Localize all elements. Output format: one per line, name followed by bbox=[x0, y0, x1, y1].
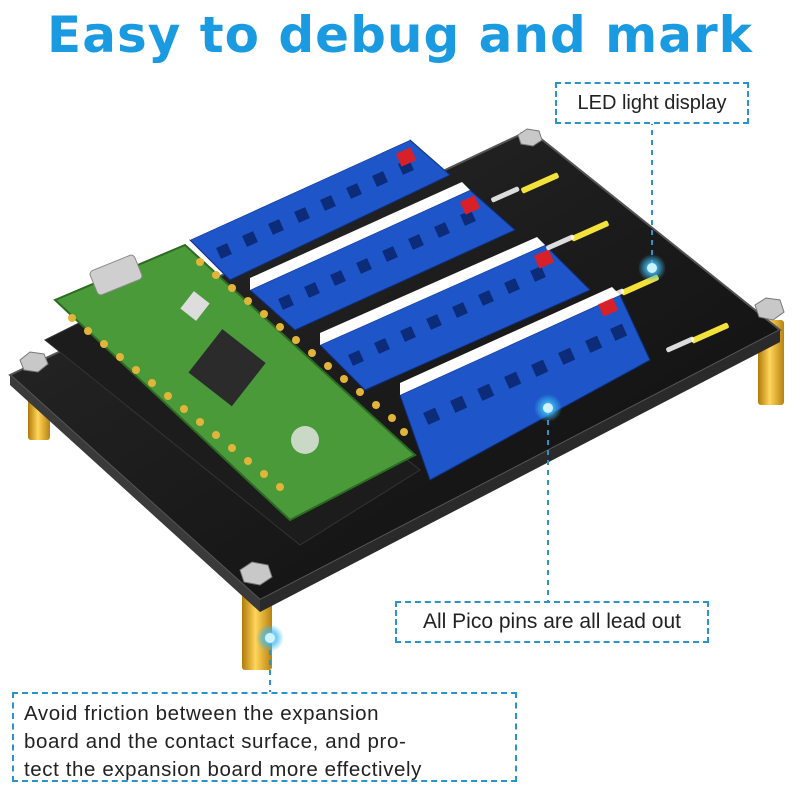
callout-pins-lead-out: All Pico pins are all lead out bbox=[395, 601, 709, 643]
callout-led-display: LED light display bbox=[555, 82, 749, 124]
leader-lines bbox=[269, 120, 653, 692]
led-display bbox=[491, 172, 729, 353]
callout-friction-line-1: Avoid friction between the expansion bbox=[24, 702, 380, 725]
terminal-block-row-4 bbox=[399, 287, 651, 481]
pico-board bbox=[53, 243, 417, 522]
callout-friction-line-2: board and the contact surface, and pro- bbox=[24, 730, 407, 753]
terminal-block-row-3 bbox=[319, 237, 591, 391]
terminal-block-row-1 bbox=[189, 132, 451, 281]
callout-friction-line-3: tect the expansion board more effectivel… bbox=[24, 758, 422, 781]
highlight-dots bbox=[256, 254, 666, 652]
nuts bbox=[19, 128, 785, 586]
heading: Easy to debug and mark bbox=[47, 6, 753, 64]
callout-friction: Avoid friction between the expansion boa… bbox=[12, 692, 517, 782]
terminal-block-row-2 bbox=[249, 182, 516, 331]
